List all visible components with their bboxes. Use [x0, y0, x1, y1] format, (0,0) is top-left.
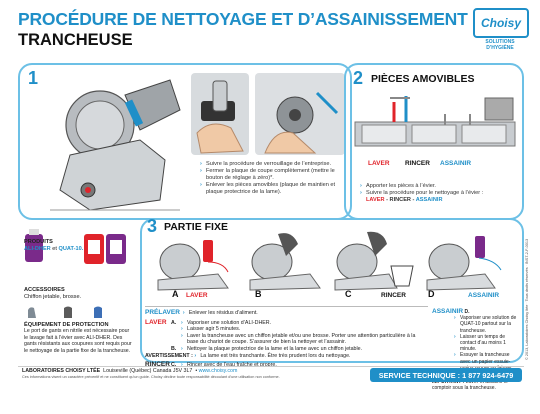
footer-disclaimer: Ces informations visent un caractère pré…	[22, 374, 280, 379]
panel-label-d: ASSAINIR	[468, 292, 500, 299]
footer-address: Louiseville (Québec) Canada J5V 3L7	[103, 368, 193, 374]
support-phone[interactable]: 1 877 924-6479	[462, 370, 514, 380]
laver-a: A.	[171, 319, 177, 326]
brand-tagline-2: D’HYGIÈNE	[486, 45, 514, 51]
rincer-c: C.	[171, 362, 177, 369]
laver-label: LAVER	[145, 318, 167, 326]
ppe-title: ÉQUIPEMENT DE PROTECTION	[24, 322, 109, 328]
important-note: IMPORTANT : Laver et assainir le comptoi…	[432, 379, 520, 391]
separator	[145, 306, 428, 307]
products-list: ALI-DHER et QUAT-10.	[24, 246, 86, 253]
step1-bullet-2: Fermer la plaque de coupe complètement (…	[200, 168, 350, 182]
assainir-line-2: Laisser un temps de contact d’au moins 1…	[454, 334, 520, 353]
step3-illustration-a	[157, 240, 229, 291]
warning-label: AVERTISSEMENT :	[145, 352, 193, 359]
ppe-gloves-icon	[28, 306, 102, 318]
step3-illustration-c	[334, 231, 414, 291]
laver-a-line-2: Laisser agir 5 minutes.	[181, 326, 428, 333]
product-and: et	[52, 246, 57, 252]
page-title: PROCÉDURE DE NETTOYAGE ET D’ASSAINISSEME…	[18, 9, 468, 29]
panel-letter-b: B	[255, 289, 262, 299]
ppe-text: Le port de gants en nitrile est nécessai…	[24, 328, 132, 354]
footer-website[interactable]: www.choisy.com	[198, 368, 238, 374]
assainir-label: ASSAINIR	[432, 308, 464, 315]
step2-sequence: LAVER - RINCER - ASSAINIR	[366, 197, 443, 203]
rincer-text: Rincer avec de l’eau fraîche et propre.	[181, 362, 277, 369]
assainir-d: D.	[464, 309, 470, 315]
sequence-laver: LAVER	[366, 197, 385, 203]
panel-label-c: RINCER	[381, 292, 406, 299]
step1-photo-knob	[255, 73, 345, 155]
sequence-assainir: ASSAINIR	[415, 197, 443, 203]
step2-instructions: Apporter les pièces à l’évier. Suivre la…	[360, 183, 520, 204]
prelaver-text: Enlever les résidus d’aliment.	[183, 310, 258, 316]
brand-tagline: SOLUTIONS D’HYGIÈNE	[470, 39, 530, 51]
products-title: PRODUITS	[24, 239, 53, 245]
step3-instructions: PRÉLAVER Enlever les résidus d’aliment. …	[145, 309, 428, 369]
product-quat10: QUAT-10.	[58, 246, 84, 252]
ppe-block: ÉQUIPEMENT DE PROTECTION Le port de gant…	[24, 322, 134, 354]
laver-a-line-1: Vaporiser une solution d’ALI-DHER.	[181, 320, 428, 327]
laver-b-text: Nettoyer la plaque protectrice de la lam…	[181, 346, 428, 353]
accessories-title: ACCESSOIRES	[24, 287, 65, 293]
assainir-head: ASSAINIR D.	[432, 308, 520, 315]
support-banner: SERVICE TECHNIQUE : 1 877 924-6479	[370, 368, 522, 382]
step3-illustration-b	[249, 233, 321, 291]
sequence-rincer: RINCER	[389, 197, 411, 203]
support-label: SERVICE TECHNIQUE :	[378, 370, 461, 380]
panel-letter-a: A	[172, 289, 179, 299]
products-block: PRODUITS ALI-DHER et QUAT-10.	[24, 239, 86, 253]
step3-panel	[140, 218, 524, 363]
warning-text: La lame est très tranchante. Être très p…	[194, 353, 350, 359]
panel-label-a: LAVER	[186, 292, 208, 299]
prelaver-row: PRÉLAVER Enlever les résidus d’aliment.	[145, 309, 428, 317]
laver-a-lines: Vaporiser une solution d’ALI-DHER. Laiss…	[181, 320, 428, 346]
step1-bullet-1: Suivre la procédure de verrouillage de l…	[200, 161, 350, 168]
assainir-line-1: Vaporiser une solution de QUAT-10 partou…	[454, 315, 520, 334]
brand-name: Choisy	[480, 16, 521, 30]
panel-letter-c: C	[345, 289, 352, 299]
important-text: Laver et assainir le comptoir sous la tr…	[432, 379, 508, 392]
step1-instructions: Suivre la procédure de verrouillage de l…	[200, 161, 350, 196]
panel-letter-d: D	[428, 289, 435, 299]
accessories-text: Chiffon jetable, brosse.	[24, 294, 82, 300]
accessories-block: ACCESSOIRES Chiffon jetable, brosse.	[24, 287, 134, 301]
step3-number: 3	[147, 216, 158, 236]
step2-title: PIÈCES AMOVIBLES	[371, 73, 475, 85]
step1-number: 1	[28, 68, 39, 88]
step1-bullet-3: Enlever les pièces amovibles (plaque de …	[200, 182, 350, 196]
footer	[18, 366, 524, 391]
sink-label-rincer: RINCER	[405, 160, 430, 167]
product-alidher: ALI-DHER	[24, 246, 51, 252]
slicer-illustration	[50, 79, 181, 211]
copyright-note: © 2013, Laboratoires Choisy ltée · Tous …	[525, 238, 529, 360]
products-jugs-icon	[84, 234, 126, 264]
rincer-row: RINCER C. Rincer avec de l’eau fraîche e…	[145, 362, 428, 369]
step3-title: PARTIE FIXE	[164, 221, 228, 233]
laver-b: B.	[171, 345, 177, 352]
products-bottle-icon	[25, 229, 43, 262]
footer-company-block: LABORATOIRES CHOISY LTÉE Louiseville (Qu…	[22, 368, 382, 379]
footer-company: LABORATOIRES CHOISY LTÉE	[22, 368, 101, 374]
warning-row: AVERTISSEMENT : La lame est très trancha…	[145, 353, 428, 360]
laver-row: LAVER A. Vaporiser une solution d’ALI-DH…	[145, 318, 428, 346]
brand-logo: Choisy	[473, 8, 529, 38]
laver-b-row: B. Nettoyer la plaque protectrice de la …	[145, 346, 428, 353]
step2-bullet-1: Apporter les pièces à l’évier.	[360, 183, 520, 190]
laver-a-line-3: Laver la trancheuse avec un chiffon jeta…	[181, 333, 428, 346]
step2-number: 2	[353, 68, 364, 88]
sink-label-assainir: ASSAINIR	[440, 160, 472, 167]
step3-illustration-d	[426, 236, 502, 291]
brand-tagline-1: SOLUTIONS	[485, 39, 515, 45]
sink-label-laver: LAVER	[368, 160, 390, 167]
important-label: IMPORTANT :	[432, 379, 465, 386]
step1-photo-lock	[191, 73, 249, 155]
page-subtitle: TRANCHEUSE	[18, 31, 133, 49]
prelaver-label: PRÉLAVER	[145, 309, 180, 316]
step2-bullet-2: Suivre la procédure pour le nettoyage à …	[360, 190, 520, 197]
rincer-label: RINCER	[145, 361, 170, 369]
sink-illustration	[354, 96, 516, 147]
